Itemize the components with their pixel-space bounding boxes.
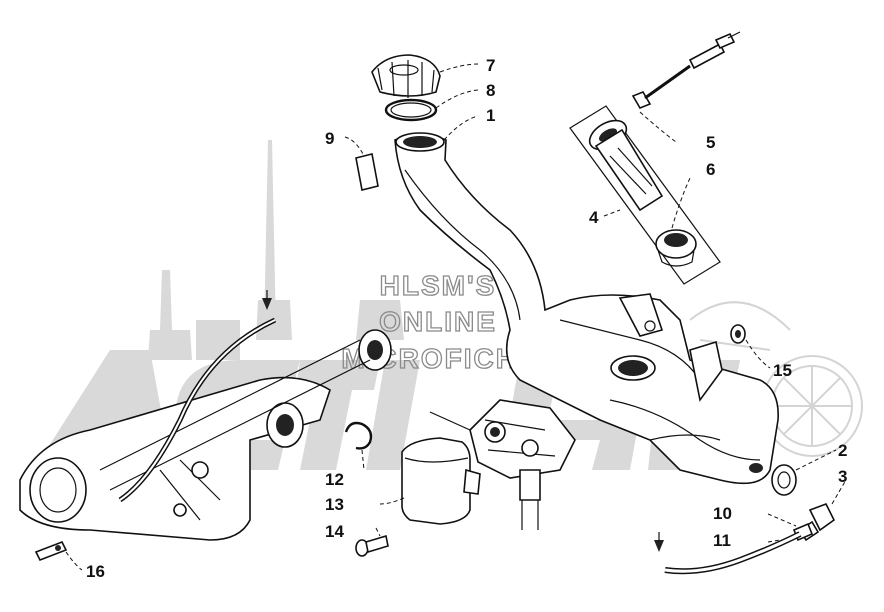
part-15-grommet [730, 324, 771, 369]
arrow-marker-icon [654, 540, 664, 552]
filler-neck [395, 132, 445, 152]
callout-2: 2 [838, 441, 847, 460]
callout-1: 1 [486, 106, 495, 125]
fuel-pump-assembly [429, 399, 576, 530]
callout-14: 14 [325, 522, 344, 541]
callout-7: 7 [486, 56, 495, 75]
watermark-line-2: ONLINE [379, 306, 497, 337]
callout-10: 10 [713, 504, 732, 523]
fuel-line-frame [118, 290, 277, 503]
part-4-sender-group [569, 105, 721, 285]
part-2-bushing [771, 449, 837, 496]
part-12-clamp [344, 421, 373, 471]
part-13-housing [379, 437, 481, 525]
part-6-sender-unit [588, 119, 697, 267]
callout-13: 13 [325, 495, 344, 514]
callout-6: 6 [706, 160, 715, 179]
callout-15: 15 [773, 361, 792, 380]
callout-11: 11 [713, 531, 731, 550]
part-16-fitting [34, 540, 83, 571]
arrow-marker-icon [262, 298, 272, 310]
part-5-sender-wire [631, 31, 741, 143]
part-8-gasket [384, 98, 438, 122]
part-9-decal [344, 136, 379, 191]
watermark-line-1: HLSM'S [380, 270, 497, 301]
chassis-frame [19, 329, 392, 541]
callout-3: 3 [838, 467, 847, 486]
part-14-bolt [355, 527, 389, 557]
part-7-fuel-cap [371, 54, 441, 98]
callout-12: 12 [325, 470, 344, 489]
callout-8: 8 [486, 81, 495, 100]
part-11-hose [654, 531, 802, 575]
callout-5: 5 [706, 133, 715, 152]
callout-4: 4 [589, 208, 599, 227]
fuel-tank [394, 133, 779, 485]
callout-16: 16 [86, 562, 105, 581]
leader-lines [435, 63, 479, 141]
callout-labels: 7 8 1 9 5 6 4 15 2 3 10 11 12 13 14 16 [86, 56, 847, 581]
callout-9: 9 [325, 129, 334, 148]
